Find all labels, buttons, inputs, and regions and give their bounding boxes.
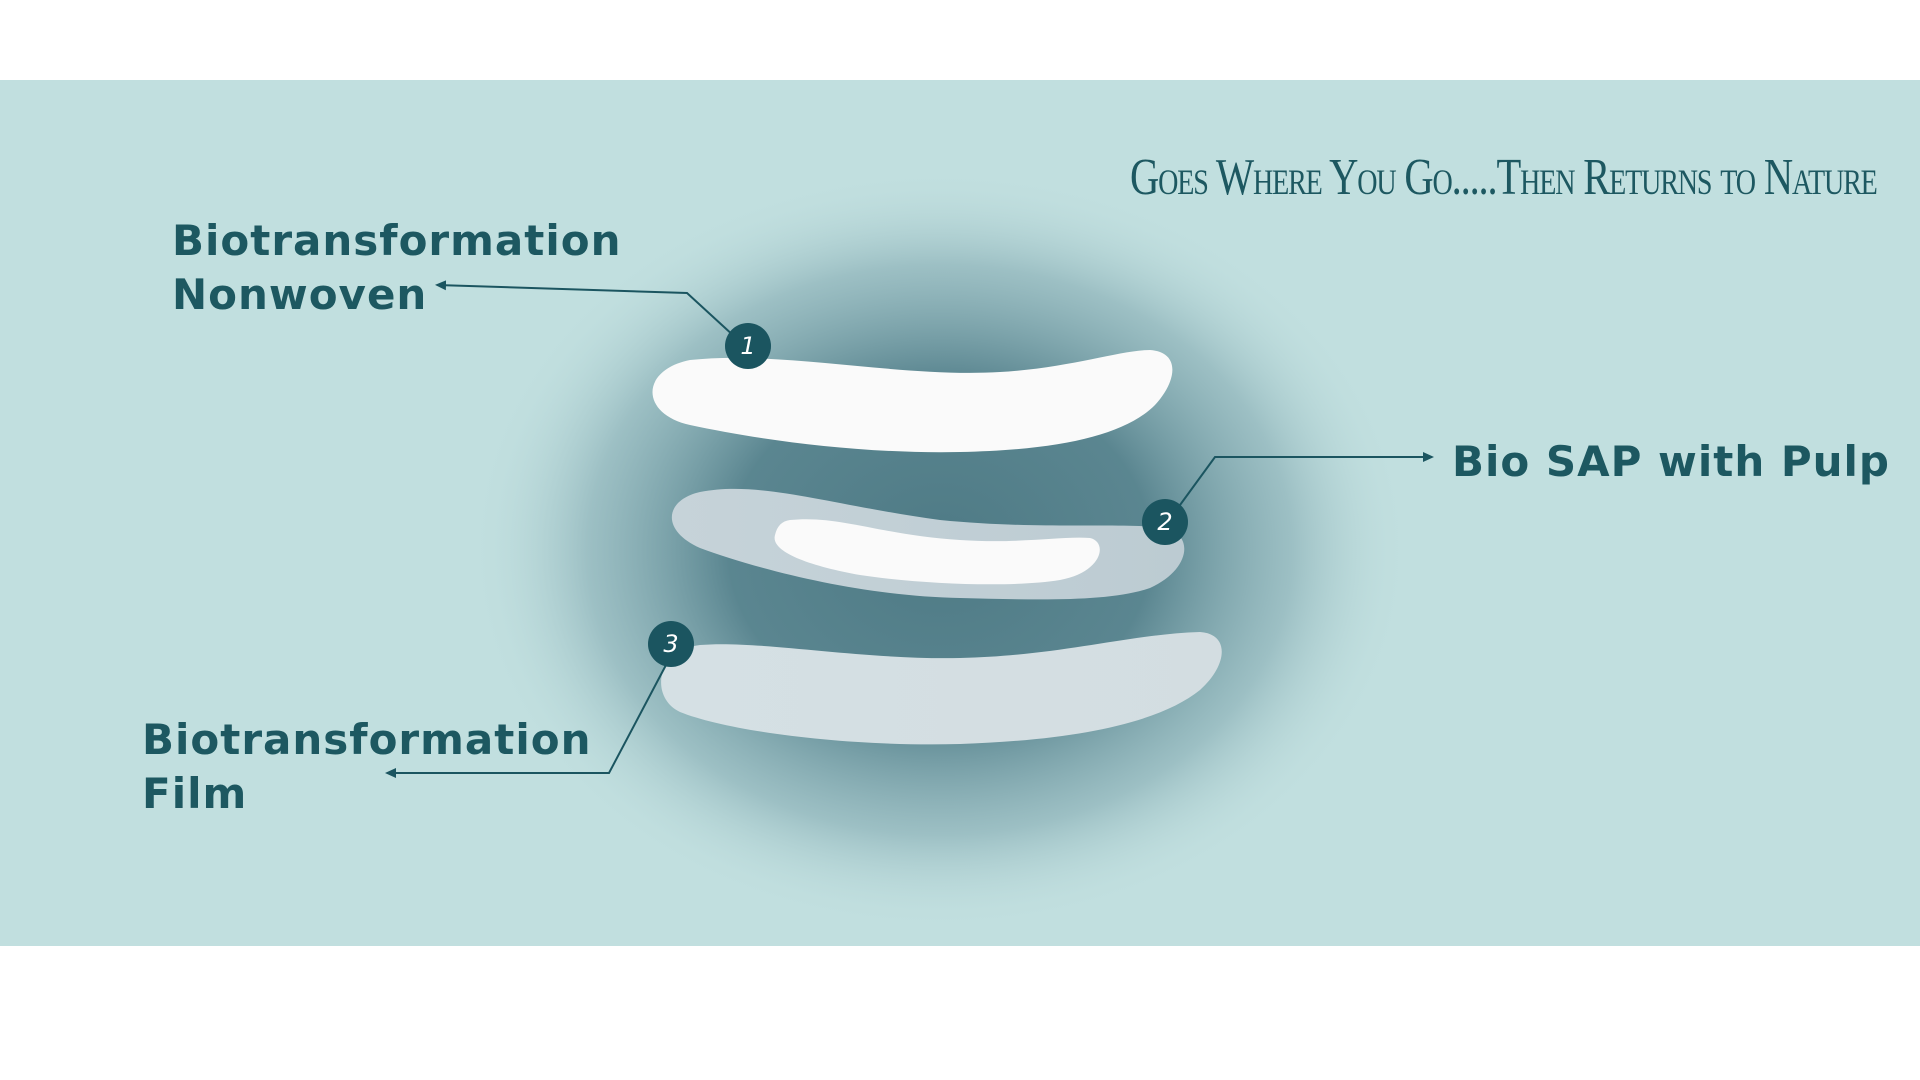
layer-3-number-badge: 3 — [648, 621, 694, 667]
layer-2-number-badge: 2 — [1142, 499, 1188, 545]
layer-1-shape — [652, 350, 1173, 453]
leader-line-2 — [1179, 452, 1434, 506]
leader-line-3 — [385, 664, 667, 778]
sap-core-shape — [774, 519, 1100, 585]
label-layer-1: Biotransformation Nonwoven — [172, 214, 621, 322]
label-layer-2-line-1: Bio SAP with Pulp — [1452, 437, 1890, 486]
layer-3-shape — [661, 632, 1222, 745]
label-layer-3-line-1: Biotransformation — [142, 715, 592, 764]
leader-line-1 — [435, 280, 736, 338]
label-layer-3-line-2: Film — [142, 769, 248, 818]
layer-1-number-badge: 1 — [725, 323, 771, 369]
label-layer-2: Bio SAP with Pulp — [1452, 435, 1890, 489]
label-layer-1-line-2: Nonwoven — [172, 270, 428, 319]
tagline: Goes Where You Go.....Then Returns to Na… — [1130, 149, 1878, 206]
label-layer-1-line-1: Biotransformation — [172, 216, 622, 265]
label-layer-3: Biotransformation Film — [142, 713, 591, 821]
